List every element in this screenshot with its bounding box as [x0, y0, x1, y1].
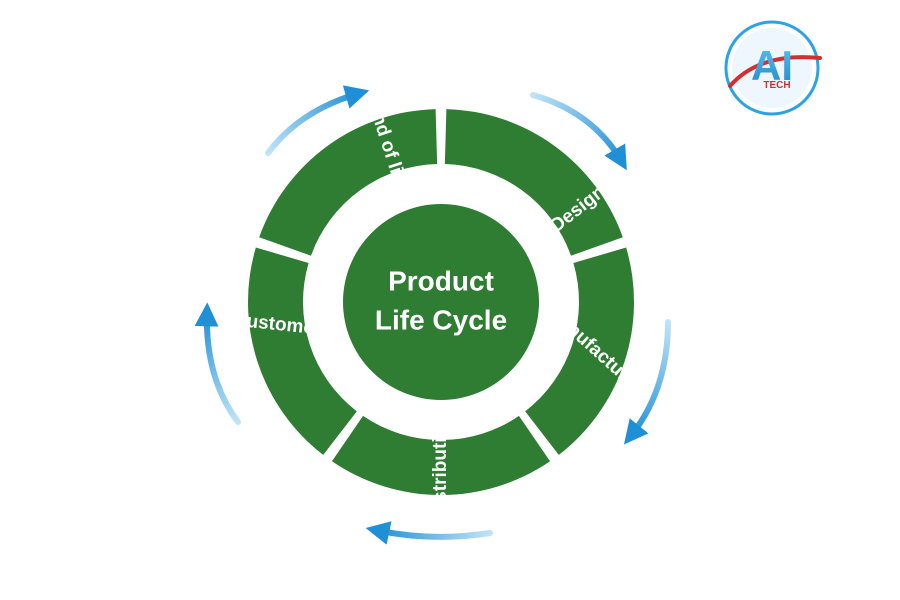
cycle-arrows — [194, 85, 671, 545]
logo-fill — [732, 28, 812, 108]
segment-distribution[interactable] — [331, 415, 551, 495]
ring-segments — [248, 109, 634, 495]
arrow-right — [623, 319, 671, 445]
label-distribution: Distribution — [430, 414, 451, 521]
segment-design[interactable] — [444, 109, 623, 256]
center-title-line2: Life Cycle — [375, 304, 507, 335]
arrow-bottom — [365, 521, 493, 545]
segment-customer[interactable] — [248, 247, 357, 455]
segment-end-of-life[interactable] — [259, 109, 438, 256]
logo-swoosh — [728, 55, 822, 88]
logo-sub-text: TECH — [763, 80, 790, 91]
center-title-line1: Product — [388, 265, 494, 296]
arrow-left — [194, 302, 241, 425]
ai-tech-logo: AI TECH — [724, 20, 822, 116]
center-hub: Product Life Cycle — [343, 204, 539, 400]
segment-manufacturing[interactable] — [525, 247, 634, 455]
arrow-top-right — [530, 92, 627, 171]
arrow-top-left — [265, 85, 370, 156]
logo-main-text: AI — [751, 42, 793, 89]
center-circle — [343, 204, 539, 400]
